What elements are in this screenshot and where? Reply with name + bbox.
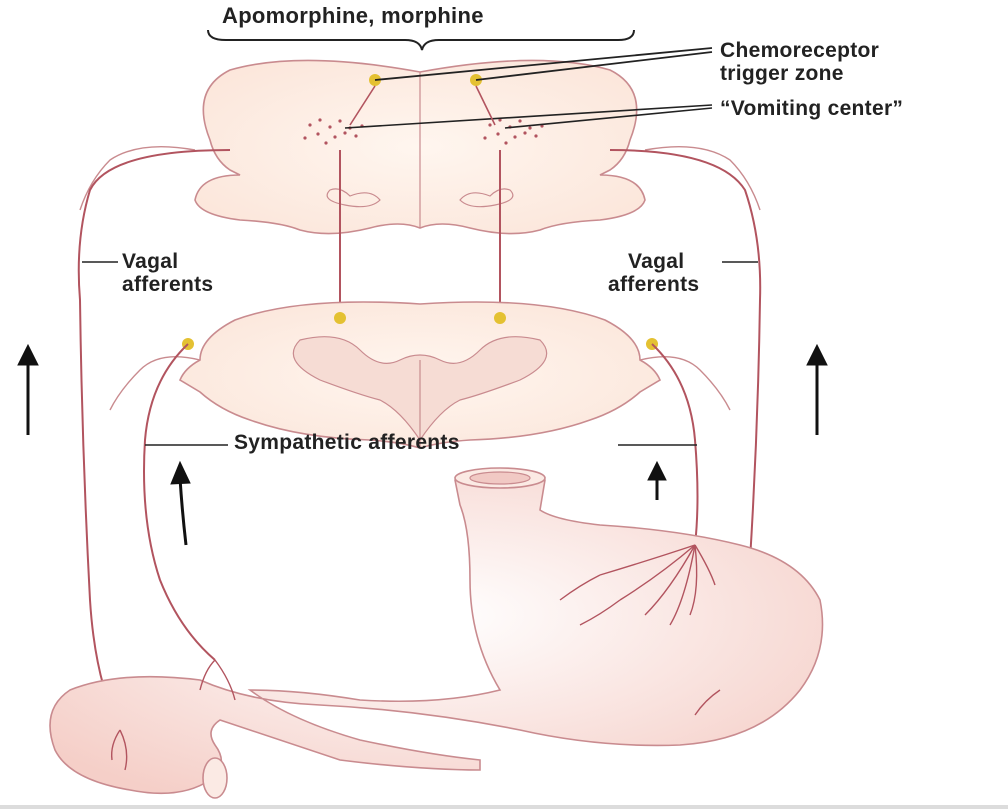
- drug-label: Apomorphine, morphine: [222, 4, 484, 28]
- duodenum-opening: [203, 758, 227, 798]
- brainstem-lateral-left: [80, 147, 195, 210]
- stomach: [50, 470, 823, 793]
- esophagus-lumen: [470, 472, 530, 484]
- up-arrow-icon: [648, 462, 666, 500]
- ctz-label-line2: trigger zone: [720, 62, 844, 86]
- ganglion-dorsal-left: [334, 312, 346, 324]
- vagal-right-label-line1: Vagal: [628, 250, 684, 274]
- brainstem-lateral-right: [645, 147, 760, 210]
- vagal-nerve-left: [79, 150, 230, 730]
- ganglion-dorsal-right: [494, 312, 506, 324]
- bottom-edge: [0, 805, 1008, 809]
- vagal-right-label-line2: afferents: [608, 273, 699, 297]
- vagal-left-label-line2: afferents: [122, 273, 213, 297]
- ctz-label-line1: Chemoreceptor: [720, 39, 879, 63]
- sympathetic-afferents-label: Sympathetic afferents: [234, 431, 460, 455]
- up-arrow-icon: [171, 462, 190, 545]
- vomiting-center-label: “Vomiting center”: [720, 97, 903, 121]
- up-arrow-icon: [18, 345, 38, 435]
- vagal-left-label-line1: Vagal: [122, 250, 178, 274]
- up-arrow-icon: [807, 345, 827, 435]
- drug-brace: [208, 30, 634, 50]
